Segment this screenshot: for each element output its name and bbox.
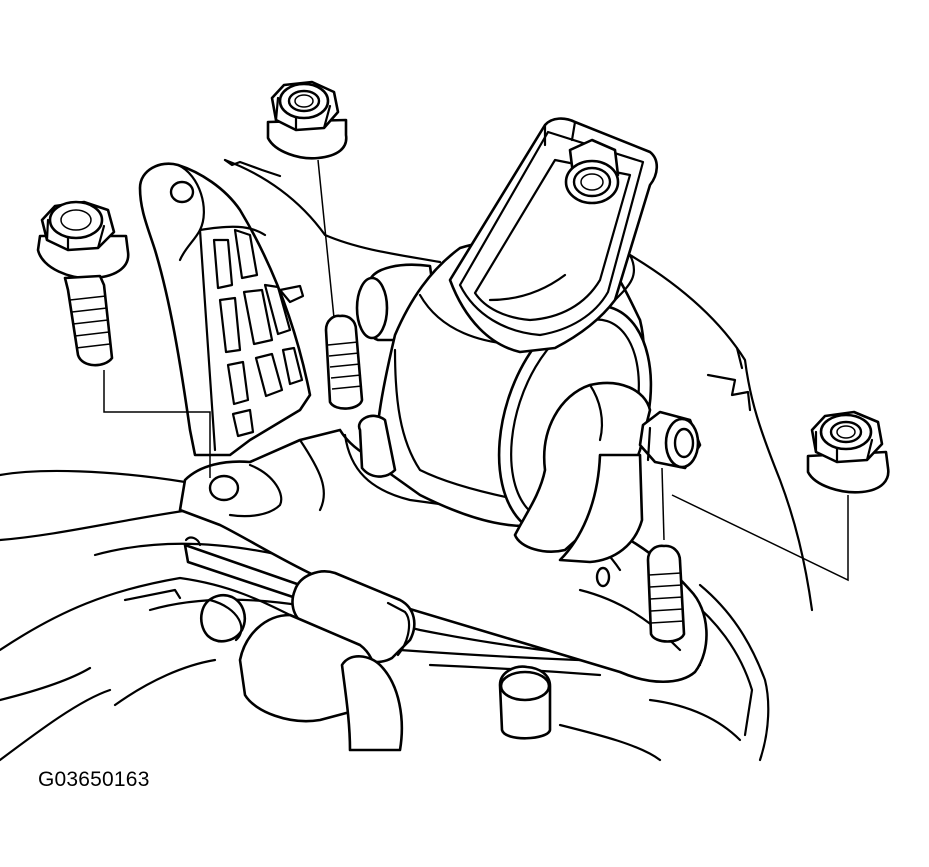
stay-bracket bbox=[138, 162, 312, 457]
bracket-stud-left bbox=[324, 314, 364, 410]
leader-lines bbox=[103, 159, 849, 582]
figure-id-label: G03650163 bbox=[38, 768, 150, 791]
bracket-stud-right bbox=[646, 544, 686, 643]
flange-nut-top bbox=[266, 80, 348, 160]
lower-components bbox=[123, 536, 552, 752]
mount-through-bolt bbox=[638, 410, 702, 470]
mount-arm-nut bbox=[564, 138, 620, 205]
bracket-bolt-hole bbox=[208, 474, 240, 502]
flange-bolt-left bbox=[36, 200, 130, 367]
flange-nut-right bbox=[806, 410, 890, 494]
